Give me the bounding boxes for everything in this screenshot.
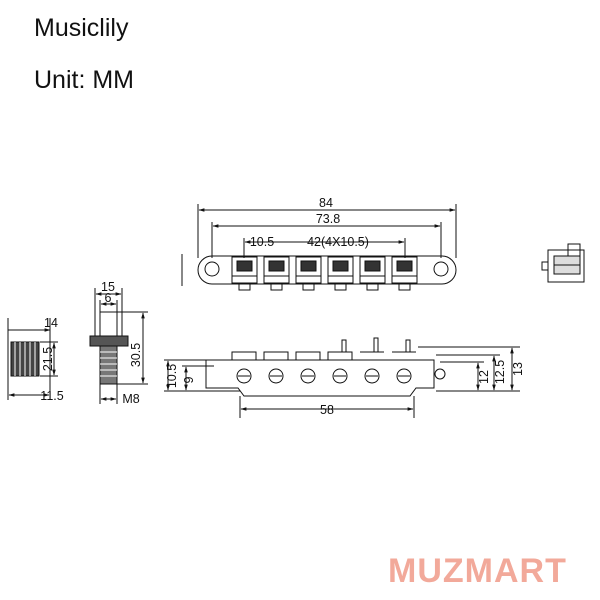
watermark: MUZMART bbox=[388, 552, 567, 590]
saddle-row bbox=[231, 256, 418, 284]
dim-side-height-right-a: 12 bbox=[477, 370, 491, 384]
dim-side-height-left: 10.5 bbox=[165, 364, 179, 388]
thumbwheel-drawing bbox=[7, 318, 58, 400]
unit-label: Unit: MM bbox=[34, 66, 134, 94]
stud-drawing bbox=[89, 288, 148, 404]
dim-wheel-height: 21.5 bbox=[41, 347, 55, 371]
dim-saddle-offset: 10.5 bbox=[250, 235, 274, 249]
brand-title: Musiclily bbox=[34, 14, 129, 42]
dim-overall-length: 84 bbox=[319, 196, 333, 210]
dim-side-height-right-c: 13 bbox=[511, 362, 525, 376]
dim-stud-head-width: 15 bbox=[101, 280, 115, 294]
dim-stud-thread: M8 bbox=[122, 392, 139, 406]
bridge-side-view bbox=[164, 337, 520, 418]
dim-side-height-left-inner: 9 bbox=[182, 376, 196, 383]
dim-base-length: 58 bbox=[320, 403, 334, 417]
bridge-top-view bbox=[181, 204, 457, 291]
dim-saddle-spacing: 42(4X10.5) bbox=[307, 235, 369, 249]
dim-post-spacing: 73.8 bbox=[316, 212, 340, 226]
dim-stud-length: 30.5 bbox=[129, 343, 143, 367]
dim-stud-shank-width: 6 bbox=[105, 291, 112, 305]
dim-side-height-right-b: 12.5 bbox=[493, 360, 507, 384]
saddle-detail bbox=[541, 243, 585, 283]
dim-wheel-diameter: 11.5 bbox=[40, 389, 63, 403]
dim-wheel-width: 14 bbox=[44, 316, 58, 330]
